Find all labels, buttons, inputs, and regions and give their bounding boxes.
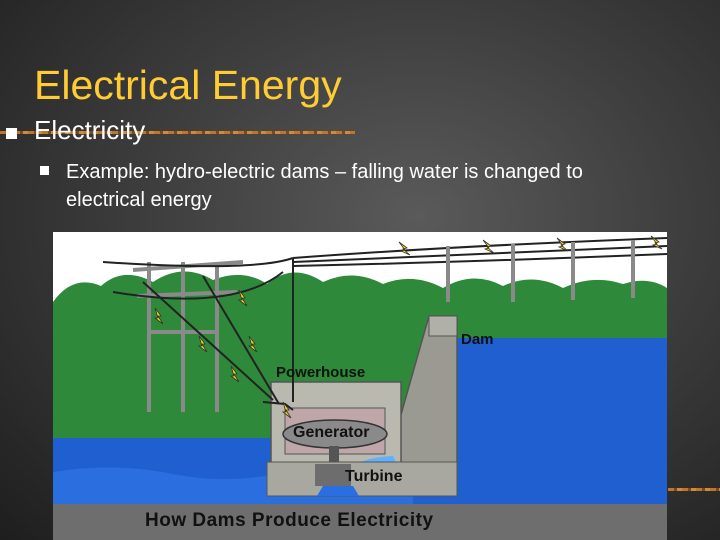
bullet-electricity: Electricity xyxy=(34,115,146,145)
label-generator: Generator xyxy=(293,424,370,441)
power-lines xyxy=(102,237,667,411)
bullet-square-icon xyxy=(6,128,17,139)
dam-diagram: Dam Powerhouse Generator Turbine How Dam… xyxy=(53,232,667,540)
label-dam: Dam xyxy=(461,331,494,348)
slide-title: Electrical Energy xyxy=(34,62,342,108)
label-turbine: Turbine xyxy=(345,468,403,485)
bullet-example: Example: hydro-electric dams – falling w… xyxy=(66,161,583,211)
utility-poles xyxy=(446,240,635,302)
caption-bar xyxy=(53,504,667,540)
diagram-caption: How Dams Produce Electricity xyxy=(145,510,434,531)
label-powerhouse: Powerhouse xyxy=(276,364,366,381)
decorative-rule xyxy=(668,488,720,491)
lightning-bolt-icon xyxy=(153,235,663,419)
decorative-rule xyxy=(0,131,355,134)
bullet-square-icon xyxy=(40,166,49,175)
